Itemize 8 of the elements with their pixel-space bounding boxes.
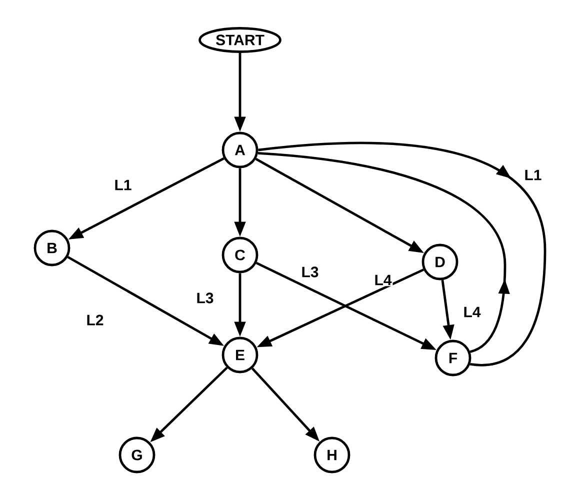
- edge-label: L1: [523, 168, 543, 182]
- edge-label: L3: [195, 292, 215, 304]
- edge-label: L1: [113, 178, 133, 192]
- edge-label: L4: [462, 306, 482, 318]
- edge-label: L3: [300, 266, 320, 278]
- edge-label: L4: [373, 274, 393, 286]
- arrow: [258, 142, 546, 366]
- edge-label: L2: [85, 314, 105, 326]
